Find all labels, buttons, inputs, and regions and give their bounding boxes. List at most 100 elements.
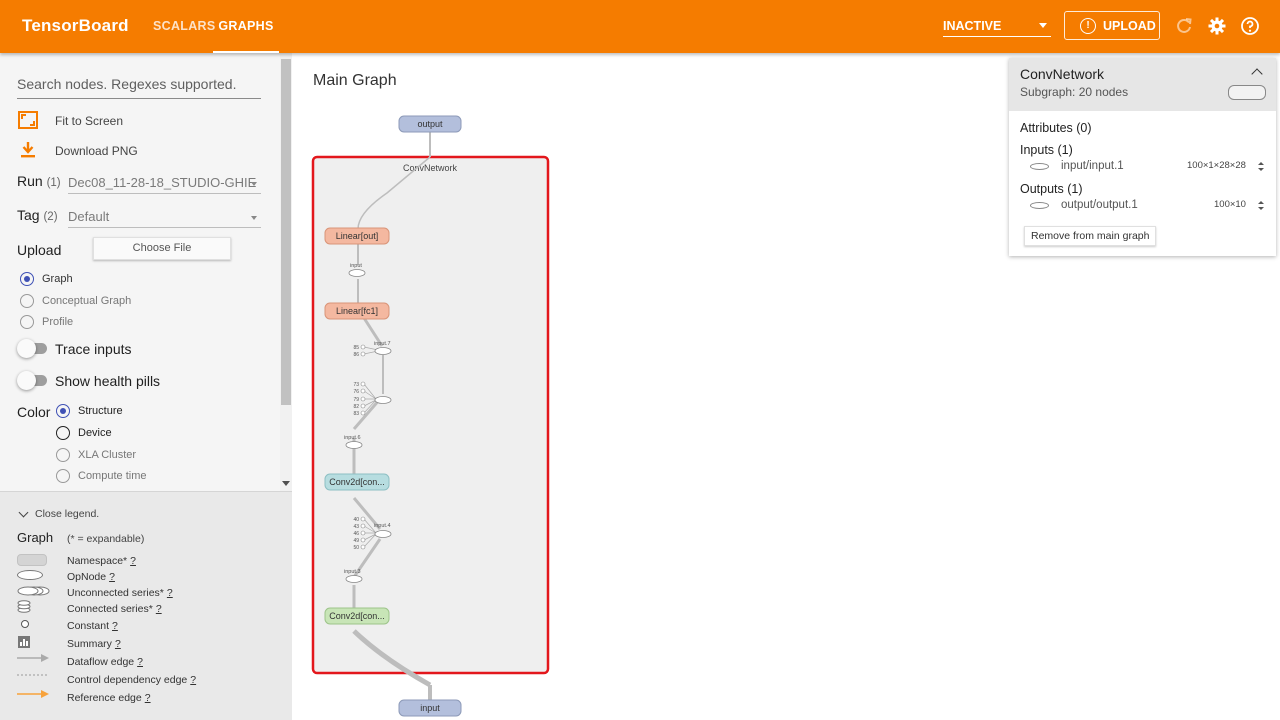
chevron-up-icon[interactable] [1251,68,1263,80]
node-info-card: ConvNetwork Subgraph: 20 nodes Attribute… [1009,58,1276,256]
const-label: 49 [353,538,359,544]
const-label: 73 [353,382,359,388]
opnode-input3[interactable] [345,575,363,583]
opnode-flatten[interactable] [374,396,392,404]
help-link[interactable]: ? [112,620,118,632]
op-label: input.6 [344,435,361,441]
const-label: 82 [353,404,359,410]
graph-svg[interactable]: ConvNetwork [292,53,1280,720]
run-dropdown-value: Dec08_11-28-18_STUDIO-GHIE [68,175,257,190]
run-label: Run (1) [17,173,61,189]
run-dropdown[interactable]: Dec08_11-28-18_STUDIO-GHIE [68,172,261,194]
node-linear-out[interactable] [324,227,390,245]
help-link[interactable]: ? [130,555,136,567]
color-label: Color [17,404,51,420]
constant-symbol [21,620,29,628]
info-output-name[interactable]: output/output.1 [1061,199,1138,211]
tag-label: Tag (2) [17,207,58,223]
radio-dot [20,272,34,286]
legend-constant: Constant? [67,620,118,632]
toggle-knob [17,339,36,358]
gear-icon[interactable] [1207,16,1227,36]
chevron-down-icon [251,182,257,186]
legend-opnode: OpNode? [67,571,115,583]
run-label-text: Run [17,173,43,189]
radio-dot [20,315,34,329]
op-label: input.3 [344,569,361,575]
expand-toggle-icon[interactable] [1256,200,1266,212]
scroll-down-arrow-icon[interactable] [282,481,290,486]
chevron-down-icon [1039,23,1047,28]
tag-count: (2) [43,211,58,223]
opnode-input[interactable] [348,269,366,277]
opnode-input7[interactable] [374,347,392,355]
fit-to-screen-label: Fit to Screen [55,114,124,128]
expand-toggle-icon[interactable] [1256,161,1266,173]
radio-conceptual-label: Conceptual Graph [42,295,132,307]
opnode-input4[interactable] [374,530,392,538]
info-attributes-header[interactable]: Attributes (0) [1020,121,1092,135]
tab-graphs[interactable]: GRAPHS [213,19,279,53]
const-label: 76 [353,389,359,395]
info-input-name[interactable]: input/input.1 [1061,160,1124,172]
const-label: 40 [353,517,359,523]
radio-graph-label: Graph [42,273,73,285]
help-icon[interactable] [1240,16,1260,36]
toggle-knob [17,371,36,390]
search-input[interactable] [17,76,261,92]
remove-from-main-graph-button[interactable]: Remove from main graph [1024,226,1157,246]
tag-dropdown[interactable]: Default [68,206,261,228]
main-graph-title: Main Graph [313,72,397,89]
node-conv1[interactable] [324,607,390,625]
legend-label: Dataflow edge [67,656,135,668]
radio-structure-label: Structure [78,405,123,417]
control-dependency-edge-symbol [17,674,49,676]
sidebar-scrollbar[interactable] [280,53,292,491]
node-conv2[interactable] [324,473,390,491]
radio-device-label: Device [78,427,112,439]
op-nodes [345,269,392,583]
node-linear-fc1[interactable] [324,302,390,320]
constant-nodes [360,344,366,550]
info-node-name: ConvNetwork [1020,66,1105,82]
namespace-label: ConvNetwork [403,163,458,173]
chevron-down-icon [18,507,29,518]
info-outputs-header: Outputs (1) [1020,182,1083,196]
legend-label: Unconnected series* [67,587,164,599]
graph-legend: Close legend. Graph (* = expandable) Nam… [0,491,292,720]
plugin-status-dropdown[interactable]: INACTIVE [943,13,1051,37]
info-icon: ! [1080,18,1096,34]
summary-icon [18,636,30,648]
help-link[interactable]: ? [137,656,143,668]
node-output-label: output [417,119,443,129]
health-pills-label: Show health pills [55,373,161,389]
opnode-input6[interactable] [345,441,363,449]
search-nodes-field[interactable] [17,76,261,99]
const-label: 79 [353,397,359,403]
const-label: 86 [353,352,359,358]
close-legend-button[interactable]: Close legend. [35,508,100,520]
help-link[interactable]: ? [144,692,151,704]
namespace-symbol [17,554,47,566]
help-link[interactable]: ? [114,638,121,650]
sidebar: Fit to Screen Download PNG Run (1) Dec08… [0,53,292,720]
help-link[interactable]: ? [166,587,173,599]
tag-label-text: Tag [17,207,40,223]
upload-button[interactable]: ! UPLOAD [1064,11,1160,40]
help-link[interactable]: ? [109,571,115,583]
node-input[interactable] [398,699,462,717]
opnode-symbol [17,570,43,580]
help-link[interactable]: ? [155,603,162,615]
radio-dot [56,448,70,462]
radio-xla-label: XLA Cluster [78,449,137,461]
help-link[interactable]: ? [190,674,197,686]
reload-icon[interactable] [1174,16,1194,36]
node-output[interactable] [398,115,462,133]
scrollbar-thumb[interactable] [281,59,291,405]
legend-control-edge: Control dependency edge? [67,674,196,686]
dataflow-edge-symbol [17,654,49,662]
choose-file-button[interactable]: Choose File [93,237,231,260]
active-tab-indicator [213,51,279,53]
plugin-status-value: INACTIVE [943,19,1002,33]
tab-scalars[interactable]: SCALARS [153,19,216,33]
